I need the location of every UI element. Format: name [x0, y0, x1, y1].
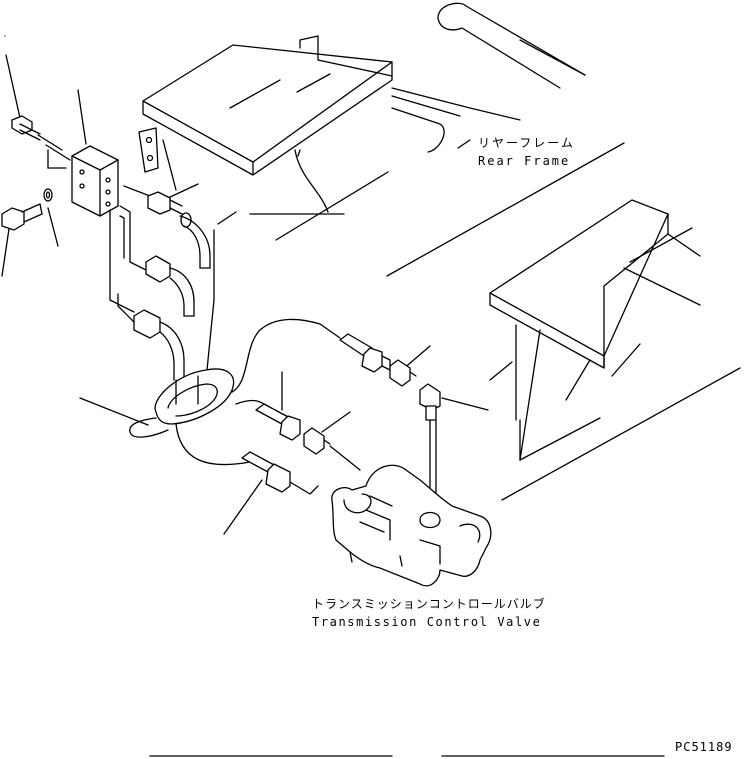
small-bolt: [11, 115, 41, 141]
fitting-sleeve-low: [241, 451, 291, 493]
rear-beam: [299, 2, 586, 153]
rear-frame-label-jp: リヤーフレーム: [478, 136, 575, 150]
hose-clamp: [129, 368, 235, 438]
upper-frame-plate: [142, 44, 393, 176]
hose-3: [133, 309, 185, 381]
fitting-nipple-mid: [303, 427, 331, 455]
leader-lines: [1, 54, 489, 535]
mounting-block: [47, 145, 151, 217]
elbow-fitting: [419, 383, 441, 421]
tube-bundle: [109, 205, 237, 381]
fitting-sleeve-mid: [255, 403, 301, 441]
right-frame-block: [489, 199, 701, 461]
hex-bolt: [1, 203, 43, 231]
hose-1: [179, 212, 211, 269]
tcv-label-jp: トランスミッションコントロールバルブ: [312, 597, 546, 611]
fitting-nipple-top: [389, 359, 417, 387]
hose-2: [145, 255, 195, 317]
washer: [43, 188, 53, 202]
plate-bracket: [138, 127, 329, 213]
fitting-upper: [147, 191, 183, 215]
transmission-control-valve-body: [331, 464, 492, 587]
fitting-sleeve-top: [339, 333, 391, 373]
drawing-code: PC51189: [675, 740, 733, 754]
frame-guide-lines: [4, 35, 741, 501]
tcv-label-en: Transmission Control Valve: [312, 615, 542, 629]
rear-frame-label-en: Rear Frame: [478, 154, 571, 168]
